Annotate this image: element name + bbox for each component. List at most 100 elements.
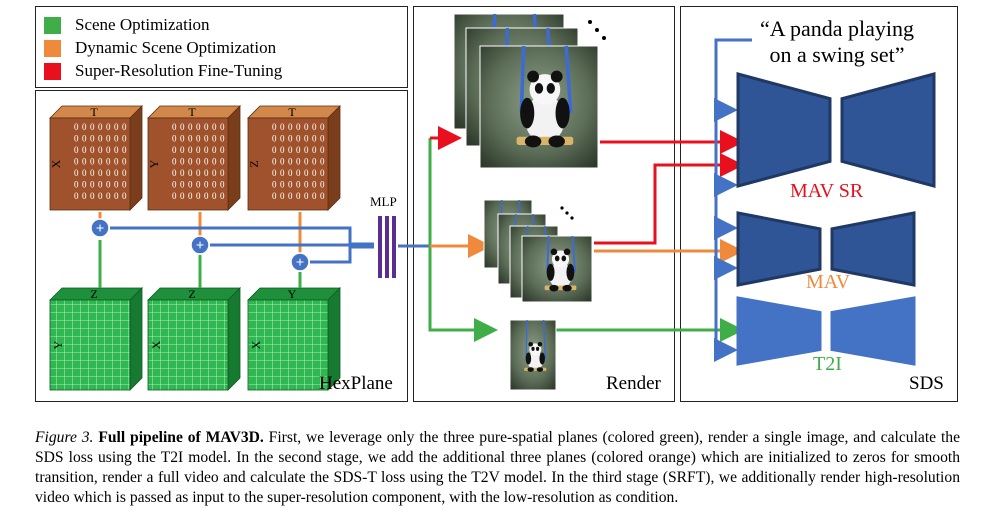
grid-zero: 0 — [90, 168, 95, 178]
grid-zero: 0 — [288, 157, 293, 167]
grid-zero: 0 — [122, 122, 127, 132]
grid-zero: 0 — [196, 134, 201, 144]
grid-zero: 0 — [74, 122, 79, 132]
panda-eye-right — [535, 346, 540, 351]
grid-zero: 0 — [280, 168, 285, 178]
green-plane-top-axis: Y — [288, 287, 297, 301]
green-plane-side — [227, 287, 241, 391]
grid-zero: 0 — [196, 180, 201, 190]
grid-zero: 0 — [320, 180, 325, 190]
grid-zero: 0 — [280, 157, 285, 167]
grid-zero: 0 — [180, 191, 185, 201]
panda-leg-right — [562, 284, 572, 292]
grid-zero: 0 — [98, 180, 103, 190]
ellipsis-dot-1 — [595, 28, 599, 32]
grid-zero: 0 — [304, 122, 309, 132]
grid-zero: 0 — [296, 145, 301, 155]
legend-item-dynamic: Dynamic Scene Optimization — [44, 38, 276, 58]
panda-eye-left — [534, 83, 544, 94]
grid-zero: 0 — [312, 180, 317, 190]
grid-zero: 0 — [172, 157, 177, 167]
grid-zero: 0 — [82, 180, 87, 190]
panda-head — [551, 250, 570, 268]
green-plane-side-axis: X — [149, 340, 163, 349]
ellipsis-dot-small-2 — [570, 216, 574, 220]
grid-zero: 0 — [212, 157, 217, 167]
plus-circle-icon — [90, 218, 110, 238]
grid-zero: 0 — [196, 157, 201, 167]
panda-ear-left — [528, 341, 533, 347]
plus-circle-icon — [290, 252, 310, 272]
connection-lines: +++ — [90, 38, 752, 362]
mlp-block — [378, 216, 396, 278]
grid-zero: 0 — [320, 191, 325, 201]
grid-zero: 0 — [82, 134, 87, 144]
grid-zero: 0 — [90, 145, 95, 155]
panda-eye-right — [546, 83, 555, 94]
blue-line-1 — [110, 226, 374, 246]
grid-zero: 0 — [172, 168, 177, 178]
video-frame-front — [521, 235, 593, 303]
red-to-sr-lowres — [594, 153, 744, 245]
grid-zero: 0 — [320, 122, 325, 132]
grid-zero: 0 — [220, 168, 225, 178]
swing-rope-left — [546, 235, 550, 273]
model-label-t2i: T2I — [813, 353, 842, 375]
grid-zero: 0 — [122, 157, 127, 167]
grid-zero: 0 — [188, 122, 193, 132]
grid-zero: 0 — [196, 191, 201, 201]
grid-zero: 0 — [114, 180, 119, 190]
grid-zero: 0 — [114, 134, 119, 144]
mlp-label: MLP — [370, 194, 397, 209]
grid-zero: 0 — [280, 122, 285, 132]
grid-zero: 0 — [280, 180, 285, 190]
grid-zero: 0 — [304, 145, 309, 155]
panda-ear-left — [527, 70, 539, 83]
figure-caption: Figure 3. Full pipeline of MAV3D. First,… — [35, 428, 960, 508]
orange-plane-face — [49, 117, 131, 211]
panda-arm-right — [566, 263, 575, 281]
grid-zero: 0 — [272, 157, 277, 167]
panda-body — [524, 95, 565, 143]
render-label: Render — [606, 373, 661, 394]
legend-item-sr: Super-Resolution Fine-Tuning — [44, 61, 282, 81]
grid-zero: 0 — [90, 134, 95, 144]
grid-zero: 0 — [280, 145, 285, 155]
grid-zero: 0 — [90, 157, 95, 167]
grid-zero: 0 — [288, 191, 293, 201]
ellipsis-dot-small-0 — [560, 206, 564, 210]
grid-zero: 0 — [196, 168, 201, 178]
green-plane-face — [49, 299, 131, 391]
grid-zero: 0 — [296, 122, 301, 132]
grid-zero: 0 — [82, 145, 87, 155]
grid-zero: 0 — [188, 168, 193, 178]
orange-plane-side — [129, 105, 143, 211]
grid-zero: 0 — [122, 145, 127, 155]
grid-zero: 0 — [220, 157, 225, 167]
legend-label-sr: Super-Resolution Fine-Tuning — [75, 61, 283, 80]
grid-zero: 0 — [114, 157, 119, 167]
model-decoder — [830, 211, 916, 287]
grid-zero: 0 — [114, 168, 119, 178]
grid-zero: 0 — [106, 145, 111, 155]
grid-zero: 0 — [304, 191, 309, 201]
panda-leg-left — [524, 135, 542, 148]
ellipsis-dot-0 — [588, 20, 592, 24]
grid-zero: 0 — [296, 157, 301, 167]
diffusion-models — [736, 72, 936, 366]
green-plane-top-axis: Z — [188, 287, 195, 301]
grid-zero: 0 — [320, 134, 325, 144]
grid-zero: 0 — [172, 145, 177, 155]
grid-zero: 0 — [90, 180, 95, 190]
grid-zero: 0 — [304, 157, 309, 167]
grid-zero: 0 — [204, 168, 209, 178]
grid-zero: 0 — [180, 180, 185, 190]
green-plane-0: ZY — [49, 287, 143, 391]
mlp-bar-2 — [392, 216, 396, 278]
grid-zero: 0 — [82, 122, 87, 132]
grid-zero: 0 — [272, 145, 277, 155]
swing-rope-left — [519, 45, 526, 114]
grid-zero: 0 — [122, 134, 127, 144]
caption-title: Full pipeline of MAV3D. — [98, 429, 264, 446]
